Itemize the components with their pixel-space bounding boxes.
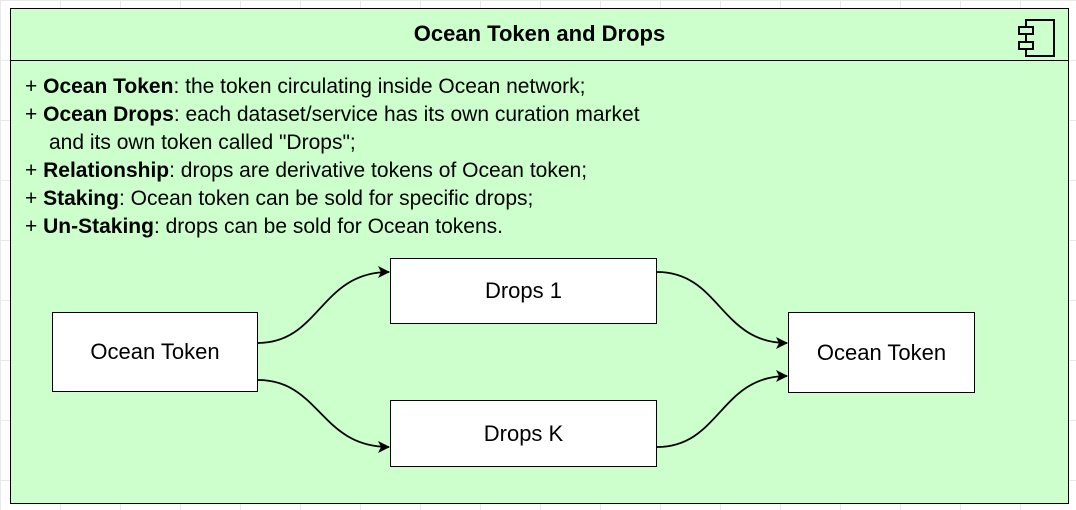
component-icon — [1018, 19, 1055, 57]
edge-source-to-drops-k — [257, 379, 390, 453]
edge-source-to-drops-1 — [257, 266, 390, 344]
note-ocean-drops: + Ocean Drops: each dataset/service has … — [25, 103, 640, 126]
note-ocean-token: + Ocean Token: the token circulating ins… — [25, 75, 586, 98]
note-un-staking: + Un-Staking: drops can be sold for Ocea… — [25, 215, 503, 238]
note-relationship: + Relationship: drops are derivative tok… — [25, 159, 588, 182]
node-ocean-token-target[interactable]: Ocean Token — [788, 312, 975, 393]
edge-drops-1-to-target — [656, 271, 788, 349]
edge-drops-k-to-target — [656, 370, 788, 448]
component-header: Ocean Token and Drops — [11, 9, 1068, 61]
component-title: Ocean Token and Drops — [413, 21, 666, 46]
note-staking: + Staking: Ocean token can be sold for s… — [25, 187, 534, 210]
notes-block: + Ocean Token: the token circulating ins… — [25, 73, 785, 241]
node-ocean-token-source[interactable]: Ocean Token — [52, 312, 258, 392]
note-ocean-drops-continued: and its own token called "Drops"; — [49, 131, 356, 154]
node-drops-1[interactable]: Drops 1 — [390, 258, 657, 324]
node-drops-k[interactable]: Drops K — [390, 400, 657, 467]
